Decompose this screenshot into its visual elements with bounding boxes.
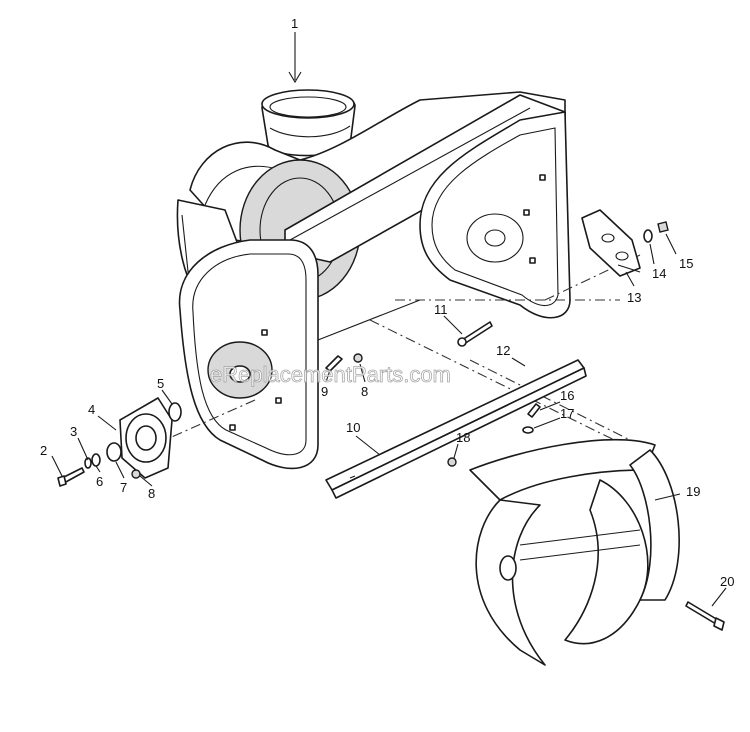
callout-8-center: 8	[361, 384, 368, 399]
washer-5	[168, 402, 182, 422]
callout-20: 20	[720, 574, 734, 589]
callout-11: 11	[434, 302, 448, 317]
callout-8-left: 8	[148, 486, 155, 501]
auger-housing	[176, 89, 571, 470]
callout-17: 17	[560, 406, 574, 421]
callout-5: 5	[157, 376, 164, 391]
callout-15: 15	[679, 256, 693, 271]
hardware-small	[325, 321, 541, 467]
auger	[469, 439, 725, 666]
callout-18: 18	[456, 430, 470, 445]
callout-14: 14	[652, 266, 666, 281]
callout-10: 10	[346, 420, 360, 435]
callout-7: 7	[120, 480, 127, 495]
callout-3: 3	[70, 424, 77, 439]
callout-9: 9	[321, 384, 328, 399]
washer-3	[84, 457, 92, 469]
callout-16: 16	[560, 388, 574, 403]
callout-12: 12	[496, 343, 510, 358]
bearing-flange-assembly	[57, 397, 182, 487]
callout-leaders	[51, 32, 727, 607]
skid-shoe	[581, 209, 669, 277]
callout-13: 13	[627, 290, 641, 305]
shave-plate	[325, 359, 587, 499]
callout-1: 1	[291, 16, 298, 31]
callout-2: 2	[40, 443, 47, 458]
callout-labels: 1 2 3 4 5 6 7 8 8 9 10 11 12 13 14 15 16…	[40, 16, 734, 589]
washer-6	[91, 453, 101, 467]
callout-4: 4	[88, 402, 95, 417]
watermark: eReplacementParts.com	[210, 362, 451, 387]
callout-19: 19	[686, 484, 700, 499]
callout-6: 6	[96, 474, 103, 489]
nut-8	[131, 469, 141, 479]
bearing-7	[106, 442, 122, 462]
